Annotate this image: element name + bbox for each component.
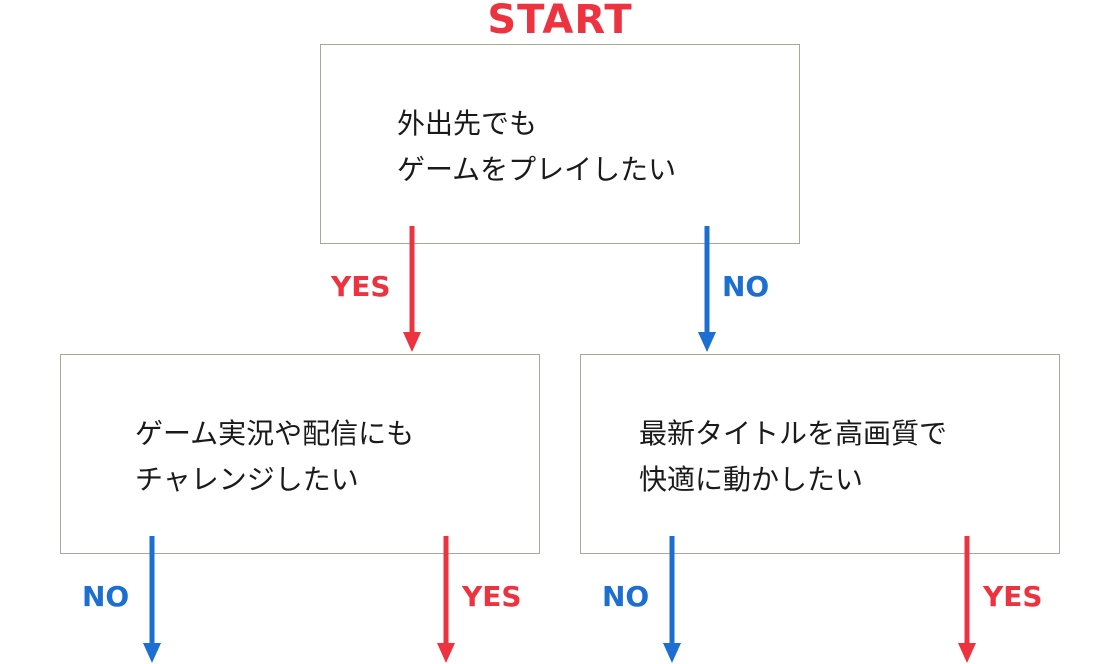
decision-text-root: 外出先でも ゲームをプレイしたい: [397, 107, 677, 186]
label-left-yes: YES: [462, 580, 522, 613]
arrow-right-yes: [958, 536, 976, 663]
arrow-root-no: [698, 226, 716, 352]
decision-text-right: 最新タイトルを高画質で 快適に動かしたい: [639, 417, 948, 496]
label-root-yes: YES: [331, 270, 391, 303]
arrow-left-no: [143, 536, 161, 663]
arrow-root-yes: [403, 226, 421, 352]
label-root-no: NO: [722, 270, 770, 303]
start-title: START: [487, 0, 633, 43]
arrow-right-no: [663, 536, 681, 663]
decision-box-root: 外出先でも ゲームをプレイしたい: [320, 44, 800, 244]
label-right-yes: YES: [983, 580, 1043, 613]
arrow-left-yes: [437, 536, 455, 663]
label-right-no: NO: [602, 580, 650, 613]
decision-box-left: ゲーム実況や配信にも チャレンジしたい: [60, 354, 540, 554]
decision-box-right: 最新タイトルを高画質で 快適に動かしたい: [580, 354, 1060, 554]
label-left-no: NO: [82, 580, 130, 613]
decision-text-left: ゲーム実況や配信にも チャレンジしたい: [135, 417, 415, 496]
